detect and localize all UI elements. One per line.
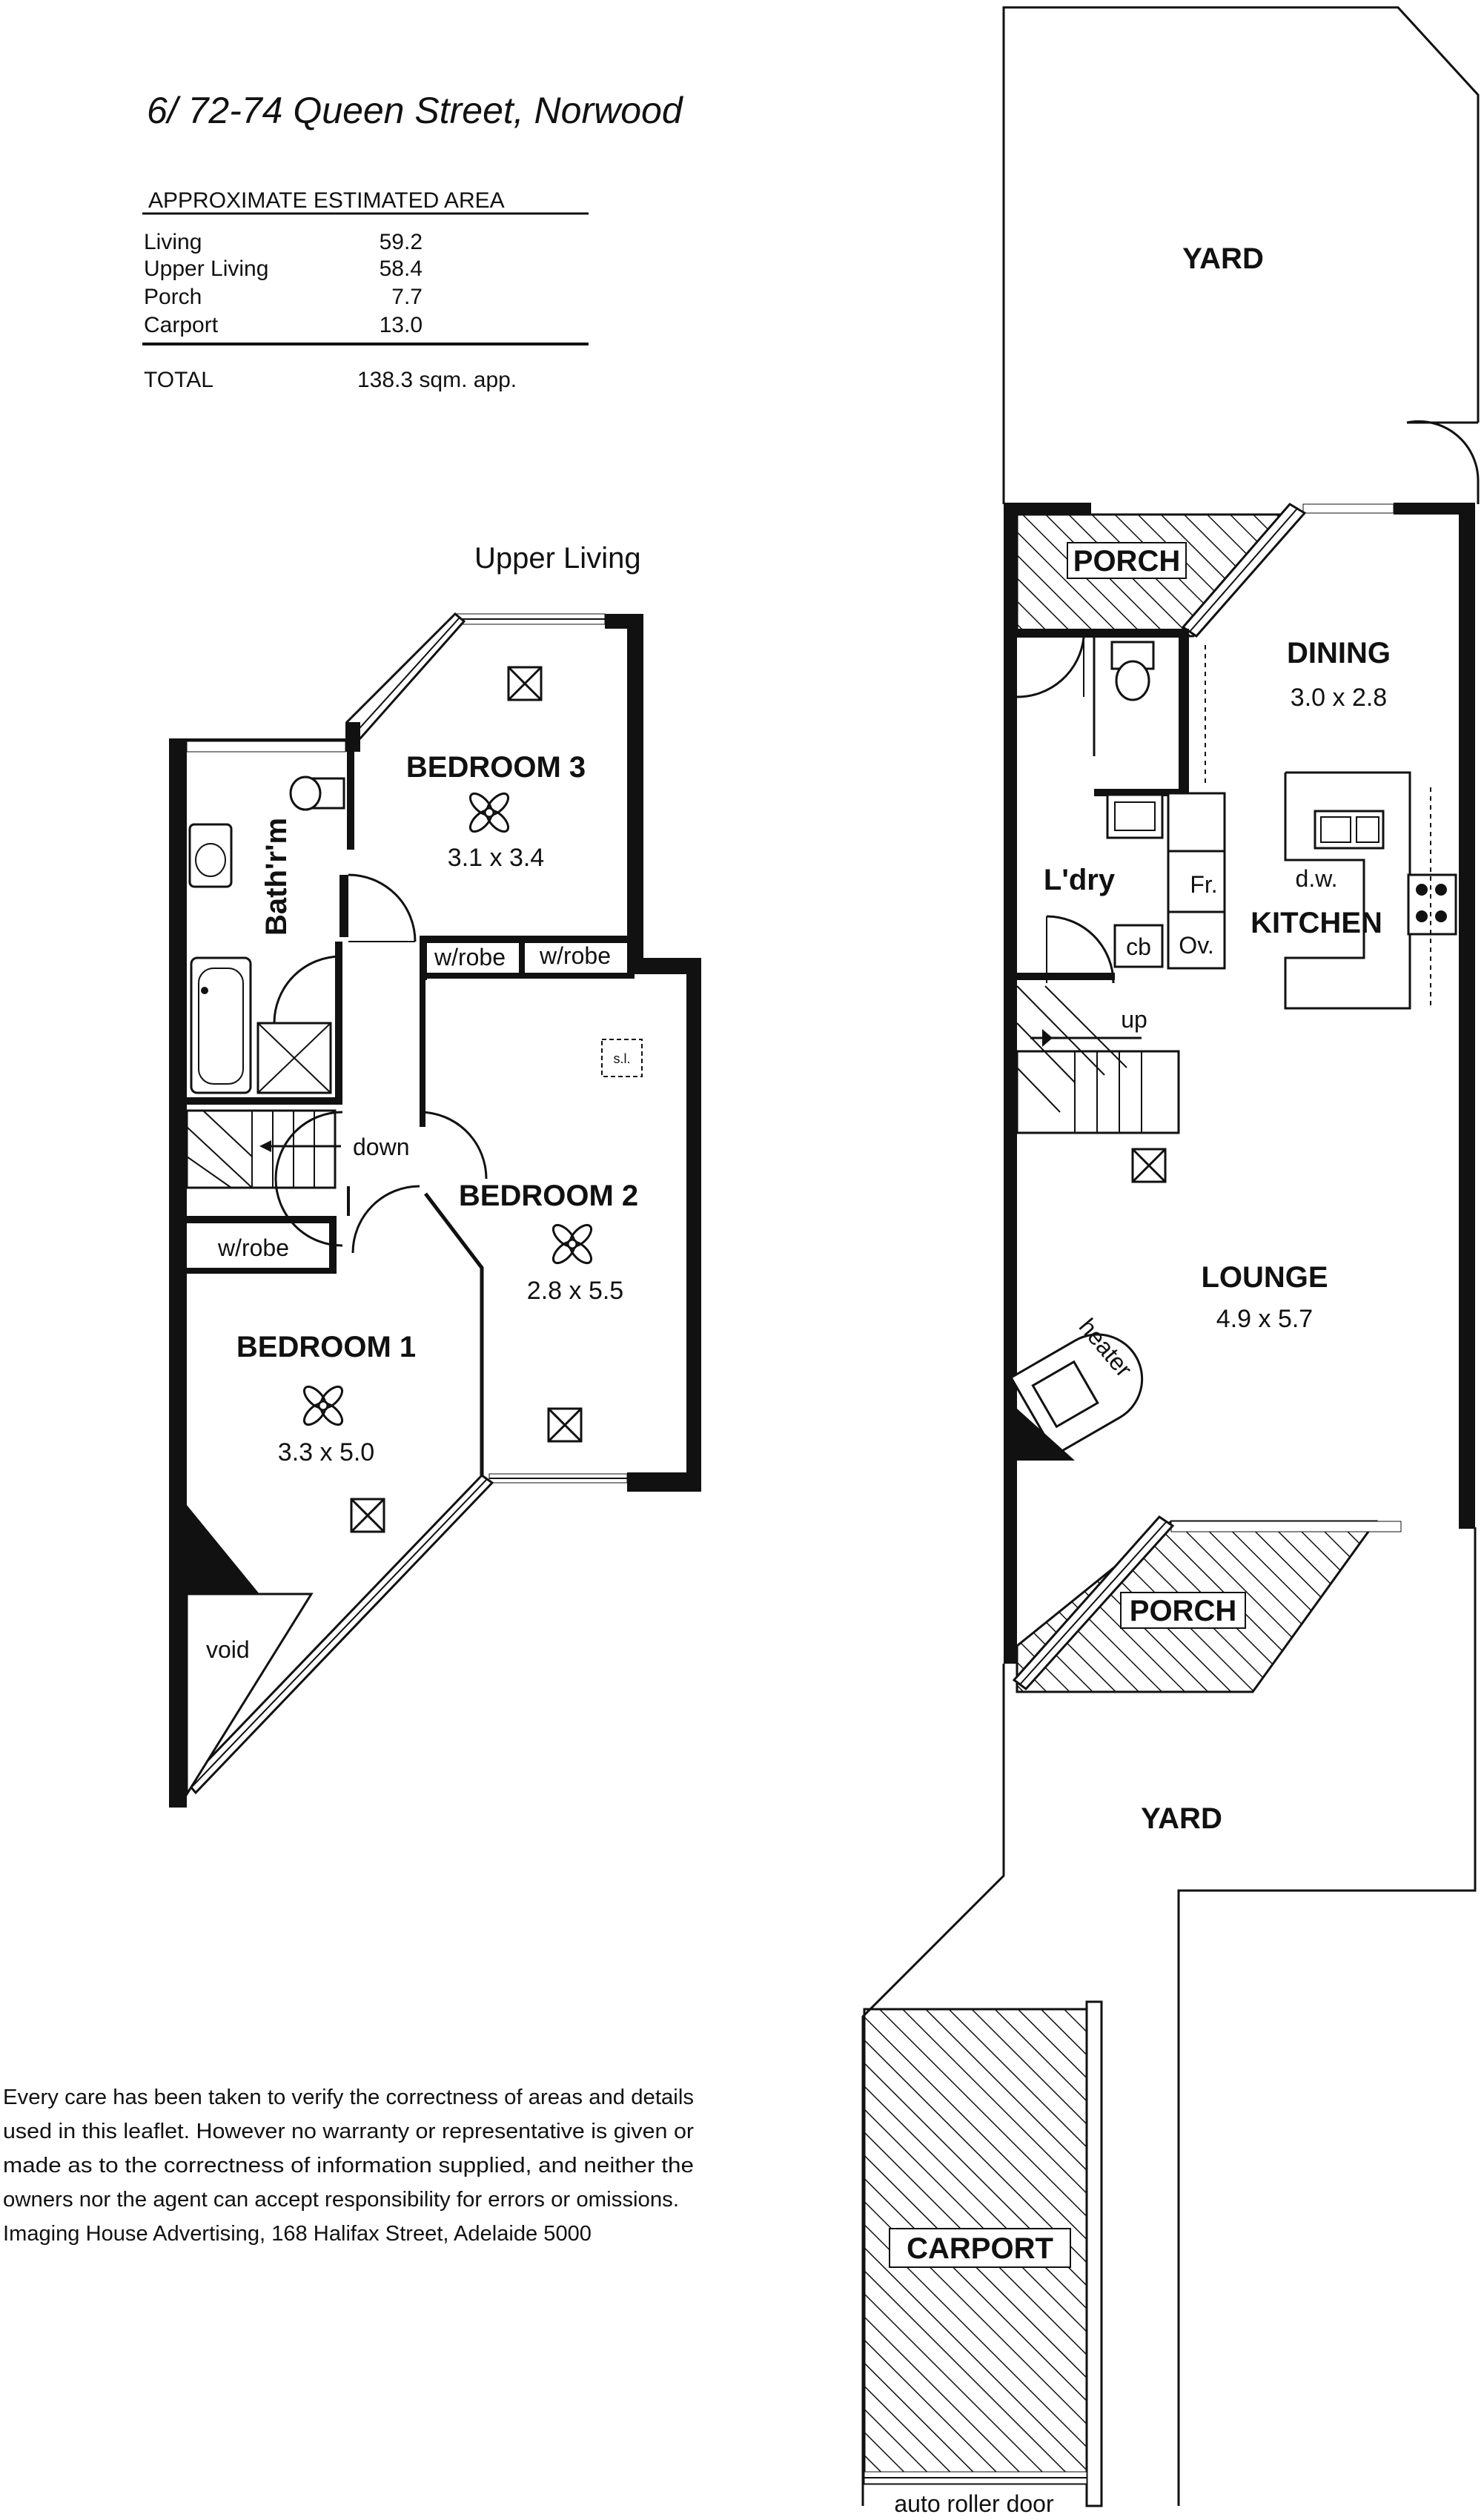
cupboard-label: cb xyxy=(1126,933,1151,960)
total-label: TOTAL xyxy=(144,368,213,392)
area-label: Upper Living xyxy=(144,257,268,281)
bedroom3-name: BEDROOM 3 xyxy=(406,751,586,784)
yard-top-label: YARD xyxy=(1182,242,1264,275)
area-value: 59.2 xyxy=(380,230,423,254)
carport-label: CARPORT xyxy=(907,2232,1053,2265)
area-value: 13.0 xyxy=(380,313,423,337)
kitchen-label: KITCHEN xyxy=(1251,907,1382,939)
porch-bottom-label: PORCH xyxy=(1130,1595,1236,1627)
wrobe-label: w/robe xyxy=(539,942,611,969)
stairs-down-label: down xyxy=(353,1134,410,1160)
upper-living-heading: Upper Living xyxy=(474,542,641,575)
area-label: Porch xyxy=(144,285,202,309)
dishwasher-label: d.w. xyxy=(1296,865,1338,892)
wrobe-label: w/robe xyxy=(434,944,506,970)
bedroom2-dims: 2.8 x 5.5 xyxy=(527,1277,623,1305)
bedroom3-dims: 3.1 x 3.4 xyxy=(448,844,544,872)
dining-name: DINING xyxy=(1287,637,1391,669)
laundry-label: L'dry xyxy=(1044,864,1116,896)
porch-top-label: PORCH xyxy=(1073,545,1180,578)
disclaimer-line: owners nor the agent can accept responsi… xyxy=(3,2188,679,2212)
oven-label: Ov. xyxy=(1179,932,1213,959)
property-title: 6/ 72-74 Queen Street, Norwood xyxy=(147,90,684,131)
bedroom1-dims: 3.3 x 5.0 xyxy=(278,1438,374,1466)
dining-dims: 3.0 x 2.8 xyxy=(1291,684,1387,712)
header-block: 6/ 72-74 Queen Street, Norwood APPROXIMA… xyxy=(142,90,684,392)
area-label: Living xyxy=(144,230,202,254)
lower-floor-plan xyxy=(861,6,1480,2507)
skylight-label: s.l. xyxy=(613,1051,630,1066)
upper-floor-plan xyxy=(169,612,701,1808)
area-value: 58.4 xyxy=(380,257,423,281)
bedroom1-name: BEDROOM 1 xyxy=(236,1331,416,1363)
roller-door-label: auto roller door xyxy=(894,2490,1054,2517)
area-table: Living 59.2 Upper Living 58.4 Porch 7.7 … xyxy=(144,230,423,337)
wrobe-label: w/robe xyxy=(217,1234,289,1261)
area-label: Carport xyxy=(144,313,219,337)
void-label: void xyxy=(206,1636,250,1663)
total-value: 138.3 sqm. app. xyxy=(357,368,517,392)
lounge-name: LOUNGE xyxy=(1201,1261,1328,1294)
disclaimer-line: used in this leaflet. However no warrant… xyxy=(3,2120,694,2143)
fridge-label: Fr. xyxy=(1190,871,1217,898)
disclaimer-line: Imaging House Advertising, 168 Halifax S… xyxy=(3,2222,592,2246)
bathroom-label: Bath'r'm xyxy=(260,818,293,936)
area-value: 7.7 xyxy=(391,285,423,309)
disclaimer-line: Every care has been taken to verify the … xyxy=(3,2086,694,2109)
yard-bottom-label: YARD xyxy=(1141,1802,1222,1835)
disclaimer-line: made as to the correctness of informatio… xyxy=(3,2154,694,2177)
lounge-dims: 4.9 x 5.7 xyxy=(1216,1305,1313,1333)
disclaimer: Every care has been taken to verify the … xyxy=(3,2086,694,2246)
area-heading: APPROXIMATE ESTIMATED AREA xyxy=(148,188,505,213)
stairs-up-label: up xyxy=(1121,1006,1147,1033)
bedroom2-name: BEDROOM 2 xyxy=(459,1180,638,1212)
